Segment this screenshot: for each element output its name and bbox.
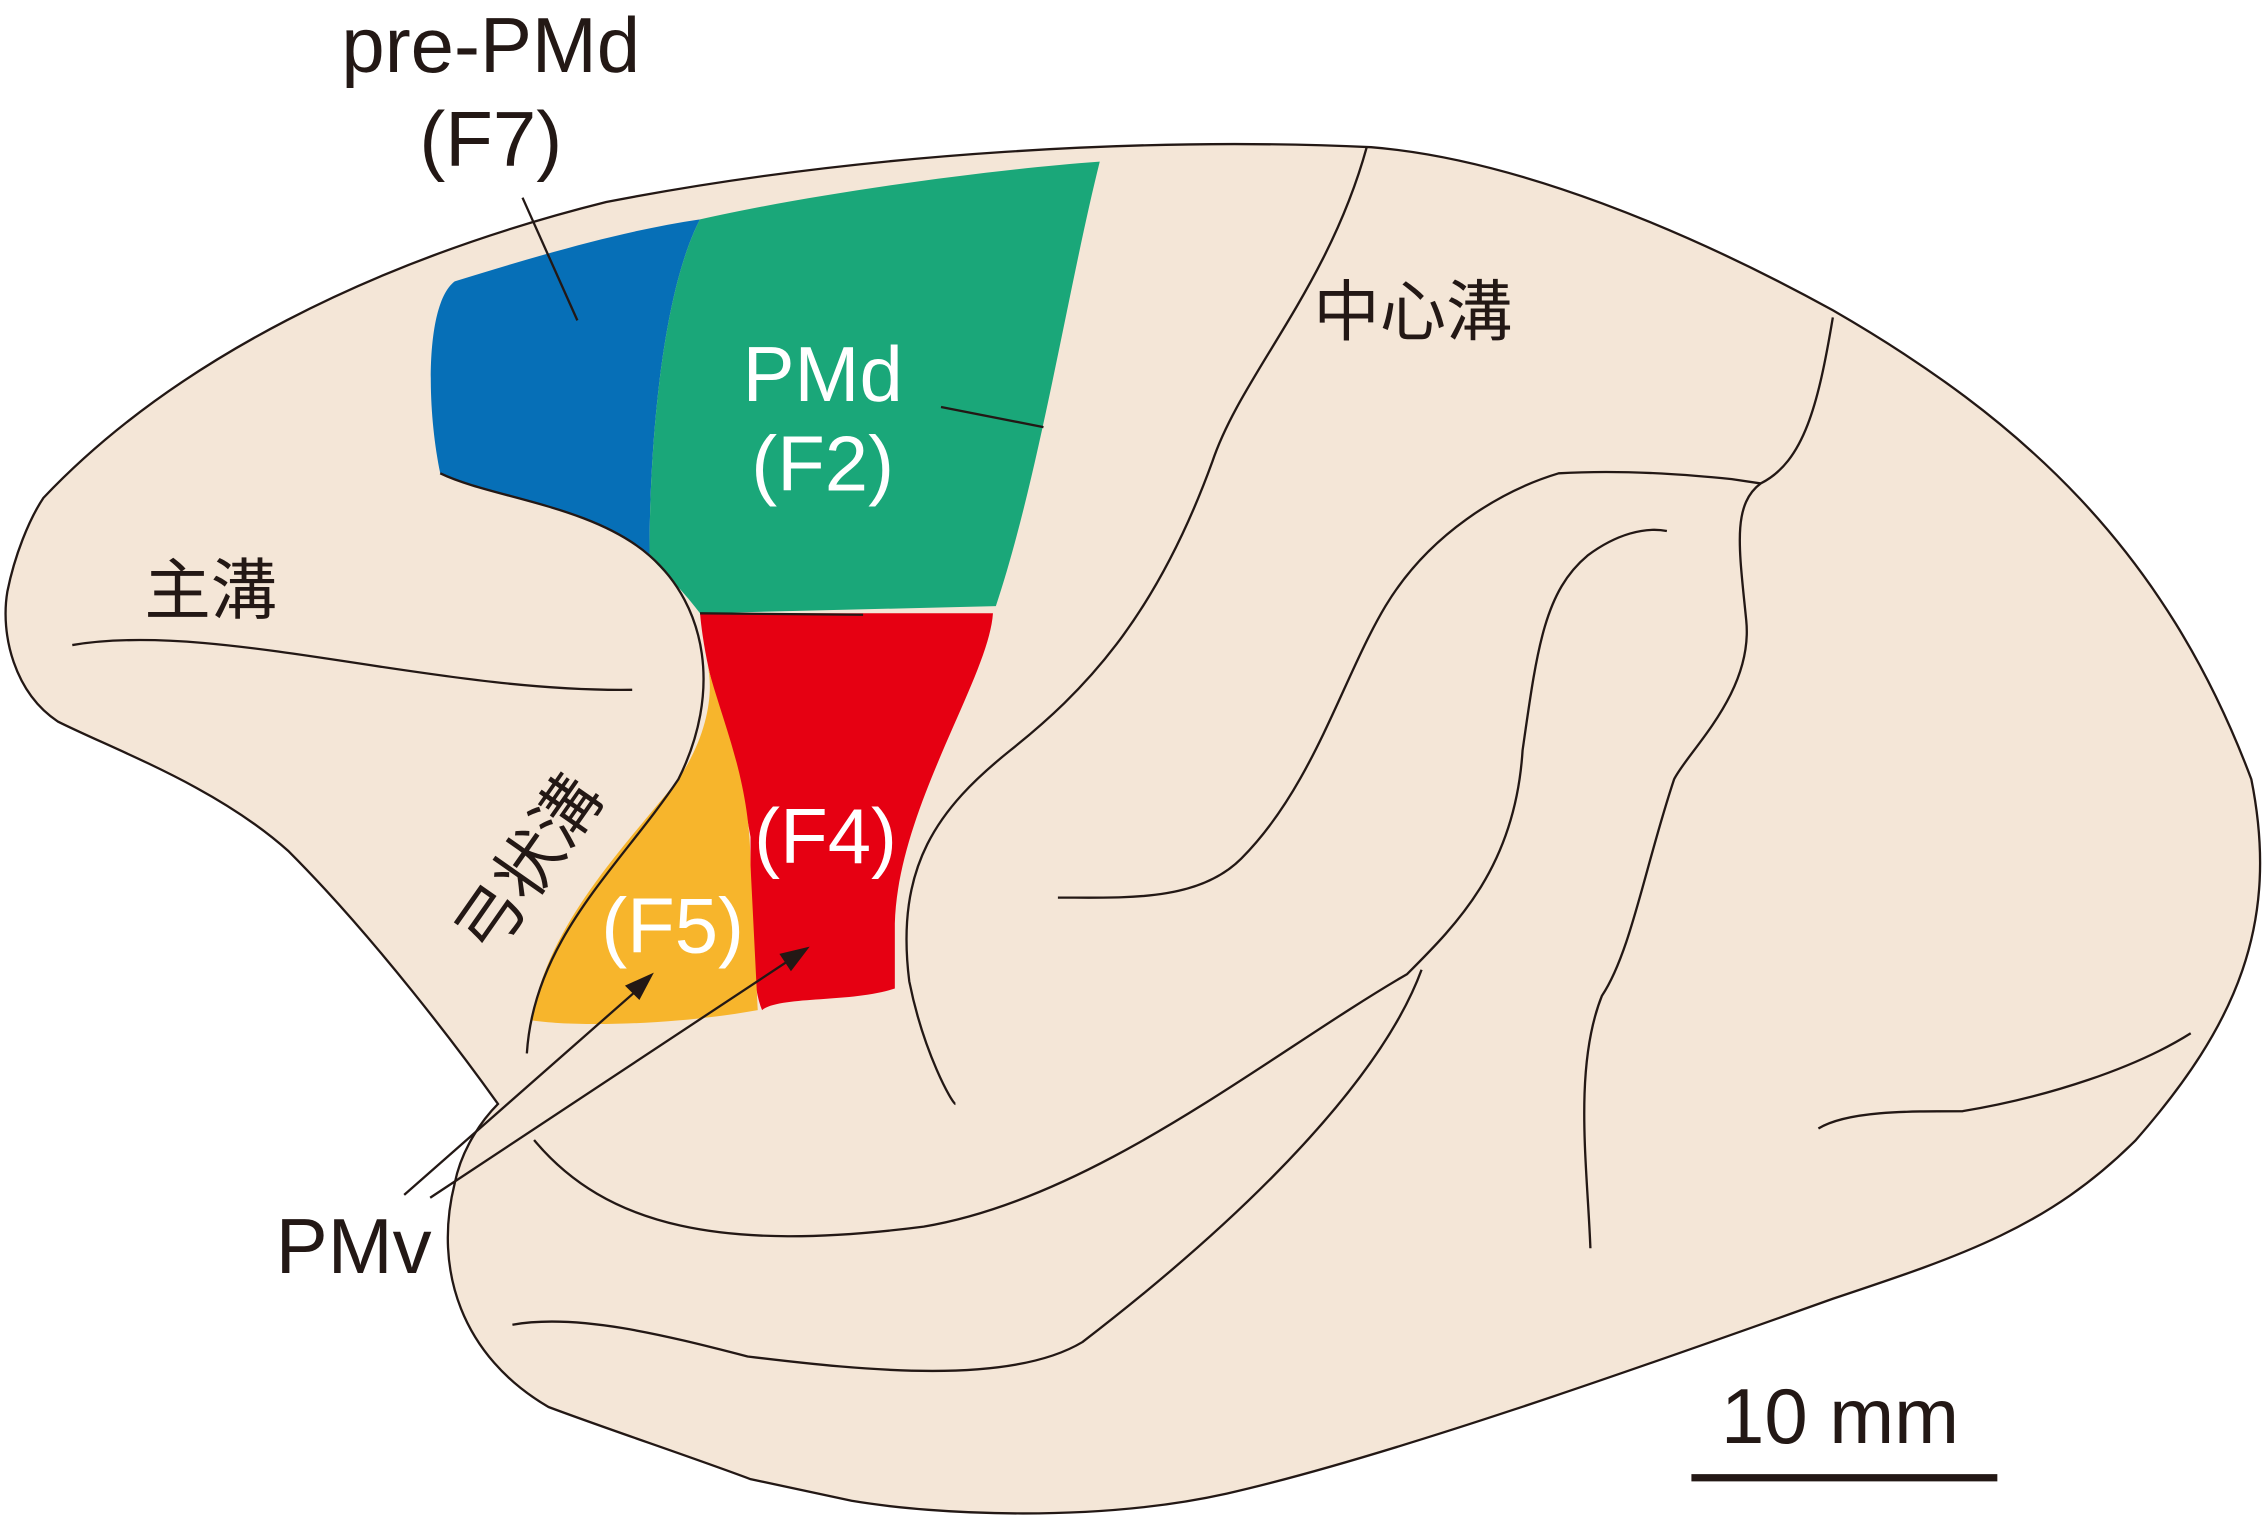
label-f5: (F5): [601, 881, 744, 969]
arrow-head-f5: [624, 972, 654, 1001]
sulci: [72, 146, 2192, 1373]
label-pre-pmd: pre-PMd: [341, 1, 640, 89]
scale-bar-label: 10 mm: [1721, 1372, 1959, 1460]
label-central-sulcus: 中心溝: [1313, 273, 1512, 351]
label-pmv: PMv: [276, 1202, 432, 1290]
brain-outline: [4, 143, 2262, 1515]
area-f7: [430, 219, 701, 556]
label-f4: (F4): [754, 792, 897, 880]
arrow-head-f4: [779, 946, 810, 972]
area-f2: [649, 161, 1100, 614]
leader-lines: [403, 197, 1044, 1199]
label-pmd: PMd: [743, 330, 903, 418]
area-f5: [531, 663, 758, 1025]
label-f2: (F2): [751, 420, 894, 508]
label-principal-sulcus: 主溝: [144, 551, 277, 629]
area-f4: [700, 613, 993, 1011]
label-f7: (F7): [419, 95, 562, 183]
